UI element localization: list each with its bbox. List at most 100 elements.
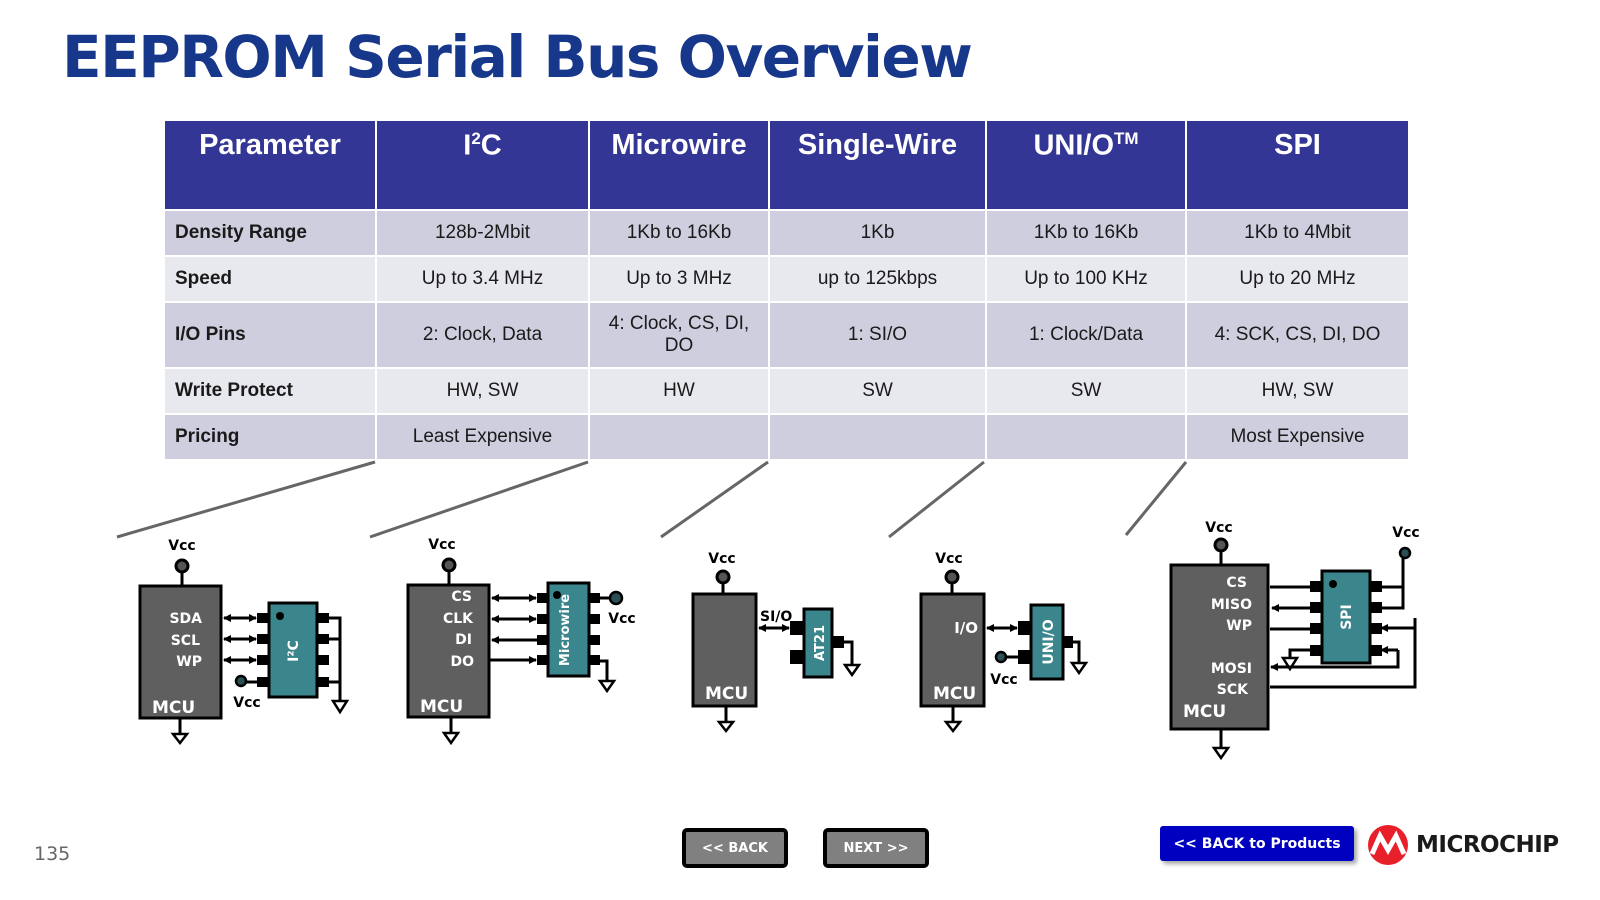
pin-label: DI bbox=[455, 632, 472, 648]
cell-unio bbox=[985, 413, 1187, 461]
vcc-terminal-icon bbox=[174, 558, 190, 574]
table-row: I/O Pins 2: Clock, Data 4: Clock, CS, DI… bbox=[163, 301, 1410, 369]
unio-diagram: Vcc I/O MCU Vcc UNI/O bbox=[919, 551, 1089, 734]
cell-single-wire: up to 125kbps bbox=[768, 255, 987, 303]
chip-label: Microwire bbox=[558, 594, 573, 666]
mcu-block bbox=[691, 592, 758, 708]
vcc-label: Vcc bbox=[1392, 525, 1419, 541]
pin-label: WP bbox=[1226, 618, 1252, 634]
mcu-block bbox=[919, 592, 986, 708]
header-parameter: Parameter bbox=[163, 119, 377, 211]
cell-i2c: 2: Clock, Data bbox=[375, 301, 590, 369]
cell-spi: 4: SCK, CS, DI, DO bbox=[1185, 301, 1410, 369]
back-to-products-button[interactable]: << BACK to Products bbox=[1160, 826, 1354, 861]
header-text: Parameter bbox=[199, 129, 341, 161]
table-row: Speed Up to 3.4 MHz Up to 3 MHz up to 12… bbox=[163, 255, 1410, 303]
back-button[interactable]: << BACK bbox=[682, 828, 788, 868]
table-header-row: Parameter I2C Microwire Single-Wire UNI/… bbox=[163, 119, 1410, 211]
cell-microwire: 1Kb to 16Kb bbox=[588, 209, 770, 257]
cell-microwire: HW bbox=[588, 367, 770, 415]
row-label: Speed bbox=[163, 255, 377, 303]
trademark-sup: TM bbox=[1114, 129, 1139, 148]
pin-label: CS bbox=[451, 589, 472, 605]
chip-label: I²C bbox=[286, 640, 302, 662]
cell-single-wire: 1Kb bbox=[768, 209, 987, 257]
cell-microwire bbox=[588, 413, 770, 461]
ground-icon bbox=[1069, 661, 1089, 676]
vcc-terminal-icon bbox=[608, 590, 624, 606]
vcc-label: Vcc bbox=[608, 611, 635, 627]
pin-label: DO bbox=[450, 654, 474, 670]
ground-icon bbox=[716, 720, 736, 734]
unio-chip bbox=[1029, 603, 1065, 681]
table-row: Write Protect HW, SW HW SW SW HW, SW bbox=[163, 367, 1410, 415]
chip-label: SPI bbox=[1339, 604, 1355, 630]
callout-bracket-microwire bbox=[368, 460, 589, 812]
cell-single-wire: 1: SI/O bbox=[768, 301, 987, 369]
cell-i2c: HW, SW bbox=[375, 367, 590, 415]
ground-icon bbox=[597, 679, 617, 694]
header-unio: UNI/OTM bbox=[985, 119, 1187, 211]
cell-unio: Up to 100 KHz bbox=[985, 255, 1187, 303]
row-label: I/O Pins bbox=[163, 301, 377, 369]
header-text: Single-Wire bbox=[797, 129, 958, 161]
header-text: Microwire bbox=[611, 129, 747, 161]
bus-comparison-table: Parameter I2C Microwire Single-Wire UNI/… bbox=[163, 119, 1410, 461]
mcu-label: MCU bbox=[705, 684, 748, 704]
pin-label: MOSI bbox=[1211, 661, 1252, 677]
vcc-terminal-icon bbox=[715, 569, 731, 585]
signal-label: I/O bbox=[954, 619, 978, 637]
header-single-wire: Single-Wire bbox=[768, 119, 987, 211]
page-number: 135 bbox=[34, 843, 71, 865]
cell-unio: 1Kb to 16Kb bbox=[985, 209, 1187, 257]
i2c-chip bbox=[267, 601, 319, 699]
vcc-label: Vcc bbox=[233, 695, 260, 711]
mcu-label: MCU bbox=[152, 698, 195, 718]
cell-spi: HW, SW bbox=[1185, 367, 1410, 415]
callout-bracket-spi bbox=[1124, 461, 1188, 812]
single-wire-diagram: Vcc MCU SI/O AT21 bbox=[691, 551, 862, 734]
vcc-terminal-icon bbox=[994, 650, 1008, 664]
callout-bracket-single-wire bbox=[659, 460, 769, 812]
cell-spi: 1Kb to 4Mbit bbox=[1185, 209, 1410, 257]
vcc-label: Vcc bbox=[990, 672, 1017, 688]
spi-diagram: Vcc CS MISO WP MOSI SCK MCU SPI Vcc bbox=[1169, 520, 1420, 761]
brand-name: MICROCHIP bbox=[1416, 832, 1559, 858]
vcc-terminal-icon bbox=[1398, 546, 1412, 560]
header-text: I bbox=[463, 129, 472, 162]
microchip-logo-icon bbox=[1368, 825, 1408, 865]
microwire-diagram: Vcc CS CLK DI DO MCU Microwire Vcc bbox=[406, 537, 636, 746]
mcu-block bbox=[1169, 563, 1270, 731]
cell-i2c: Up to 3.4 MHz bbox=[375, 255, 590, 303]
header-text-after: C bbox=[480, 129, 502, 162]
pin-label: SCK bbox=[1217, 682, 1249, 698]
vcc-label: Vcc bbox=[1205, 520, 1232, 536]
table-row: Density Range 128b-2Mbit 1Kb to 16Kb 1Kb… bbox=[163, 209, 1410, 257]
cell-spi: Up to 20 MHz bbox=[1185, 255, 1410, 303]
mcu-block bbox=[138, 584, 223, 720]
row-label: Pricing bbox=[163, 413, 377, 461]
pin-label: WP bbox=[176, 654, 202, 670]
callout-bracket-i2c bbox=[115, 460, 376, 812]
microchip-logo: MICROCHIP bbox=[1366, 824, 1559, 866]
ground-icon bbox=[842, 663, 862, 678]
next-button[interactable]: NEXT >> bbox=[823, 828, 929, 868]
pin-label: SDA bbox=[169, 611, 202, 627]
cell-unio: 1: Clock/Data bbox=[985, 301, 1187, 369]
vcc-label: Vcc bbox=[428, 537, 455, 553]
cell-unio: SW bbox=[985, 367, 1187, 415]
pin-label: CS bbox=[1226, 575, 1247, 591]
mcu-label: MCU bbox=[933, 684, 976, 704]
ground-icon bbox=[943, 720, 963, 734]
vcc-label: Vcc bbox=[935, 551, 962, 567]
header-sup: 2 bbox=[471, 129, 481, 148]
chip-label: AT21 bbox=[813, 625, 828, 661]
ground-icon bbox=[330, 699, 350, 715]
vcc-terminal-icon bbox=[944, 569, 960, 585]
page-title: EEPROM Serial Bus Overview bbox=[62, 23, 973, 91]
header-i2c: I2C bbox=[375, 119, 590, 211]
mcu-block bbox=[406, 583, 491, 719]
vcc-label: Vcc bbox=[168, 538, 195, 554]
i2c-diagram: Vcc SDA SCL WP MCU I²C Vcc bbox=[138, 538, 350, 746]
cell-i2c: Least Expensive bbox=[375, 413, 590, 461]
